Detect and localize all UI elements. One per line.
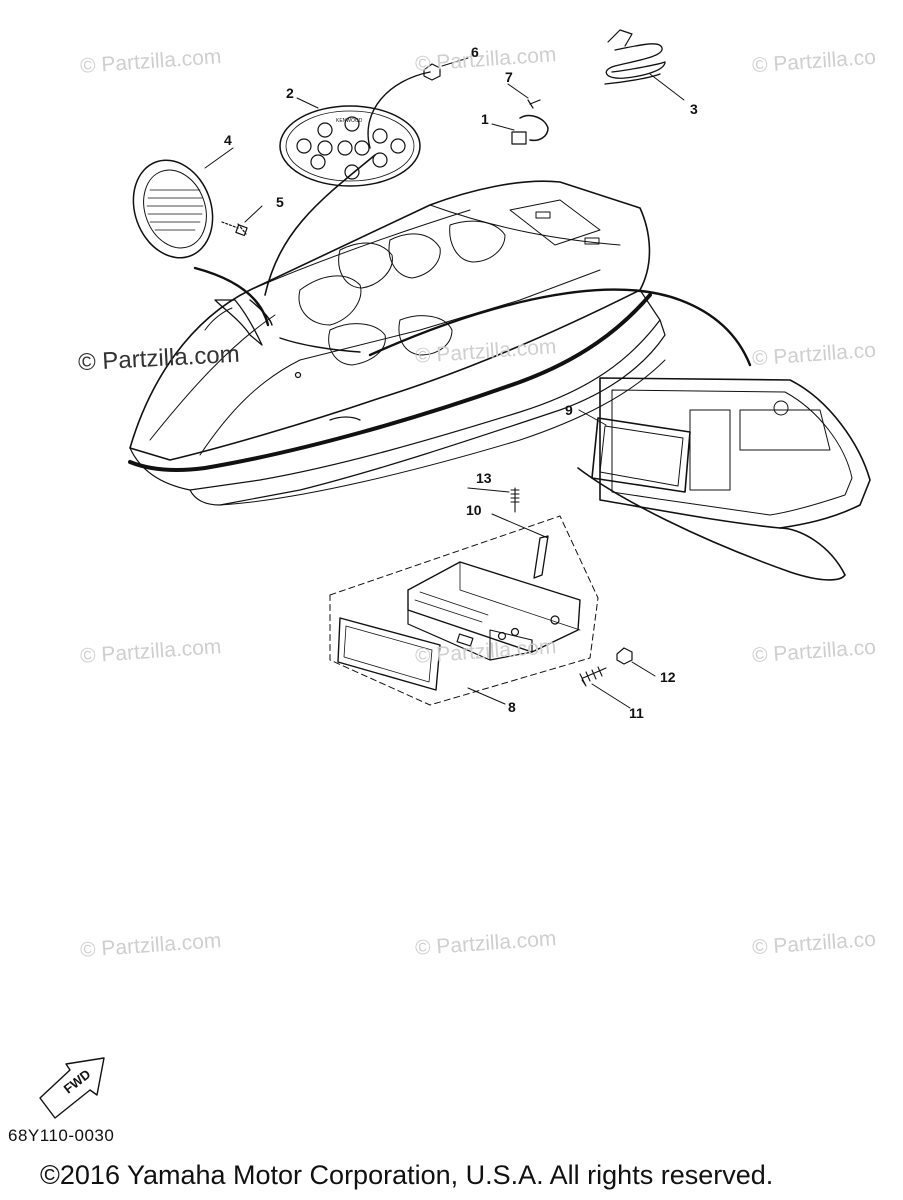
nut-12: [616, 647, 633, 665]
callout-6: 6: [471, 44, 479, 60]
callout-2: 2: [286, 85, 294, 101]
remote-wire: [264, 154, 376, 296]
screw-13: [510, 487, 520, 513]
callout-11: 11: [629, 705, 644, 721]
clamp-1: [511, 114, 549, 145]
callout-12: 12: [660, 669, 676, 685]
remote-controller: [279, 105, 421, 187]
diagram-code: 68Y110-0030: [8, 1126, 115, 1145]
cable-bundle-3: [604, 29, 666, 85]
speaker-screw: [221, 221, 247, 235]
callout-1: 1: [481, 111, 489, 127]
callout-10: 10: [466, 502, 482, 518]
storage-compartment: [577, 377, 871, 581]
callout-9: 9: [565, 402, 573, 418]
nut-6: [423, 63, 441, 81]
callout-leaders: [204, 57, 685, 709]
callout-8: 8: [508, 699, 516, 715]
callout-13: 13: [476, 470, 492, 486]
head-unit-group: [329, 515, 599, 706]
fwd-arrow: [39, 1057, 105, 1119]
callout-5: 5: [276, 194, 284, 210]
boat-hull: [128, 180, 666, 506]
remote-brand-text: KENWOOD: [336, 118, 363, 124]
speaker-wire: [193, 266, 270, 327]
callout-7: 7: [505, 69, 513, 85]
compartment-wire: [368, 288, 752, 367]
copyright-notice: ©2016 Yamaha Motor Corporation, U.S.A. A…: [40, 1160, 774, 1190]
callout-3: 3: [690, 101, 698, 117]
screw-11: [579, 666, 607, 687]
speaker-grille: [132, 159, 214, 259]
callout-4: 4: [224, 132, 232, 148]
screw-7: [527, 99, 541, 109]
